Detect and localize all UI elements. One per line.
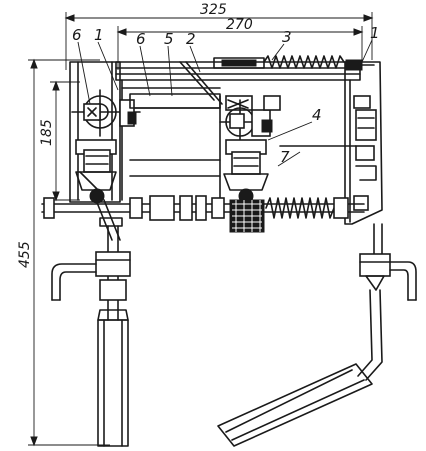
right-handle (217, 223, 417, 447)
dim-overall-height: 455 (17, 241, 33, 268)
callouts: 6 1 6 5 2 3 1 4 7 (72, 24, 380, 166)
top-spring (213, 55, 375, 71)
dim-inner-width: 270 (226, 17, 253, 33)
dimension-lines (28, 12, 374, 447)
right-side-details (279, 95, 377, 211)
callout-7: 7 (280, 148, 290, 166)
leader-lines (77, 39, 373, 167)
callout-1-right: 1 (370, 24, 380, 42)
callout-4: 4 (312, 106, 322, 124)
callout-6-left: 6 (72, 26, 82, 44)
callout-2: 2 (186, 30, 196, 48)
callout-3: 3 (282, 28, 292, 46)
left-handle (51, 199, 131, 447)
center-mechanism (129, 61, 281, 204)
dim-partial-height: 185 (39, 119, 55, 146)
callout-1-left: 1 (94, 26, 104, 44)
callout-6-mid: 6 (136, 30, 146, 48)
lower-shaft (41, 195, 365, 233)
callout-5: 5 (164, 30, 174, 48)
dim-overall-width: 325 (200, 2, 227, 18)
